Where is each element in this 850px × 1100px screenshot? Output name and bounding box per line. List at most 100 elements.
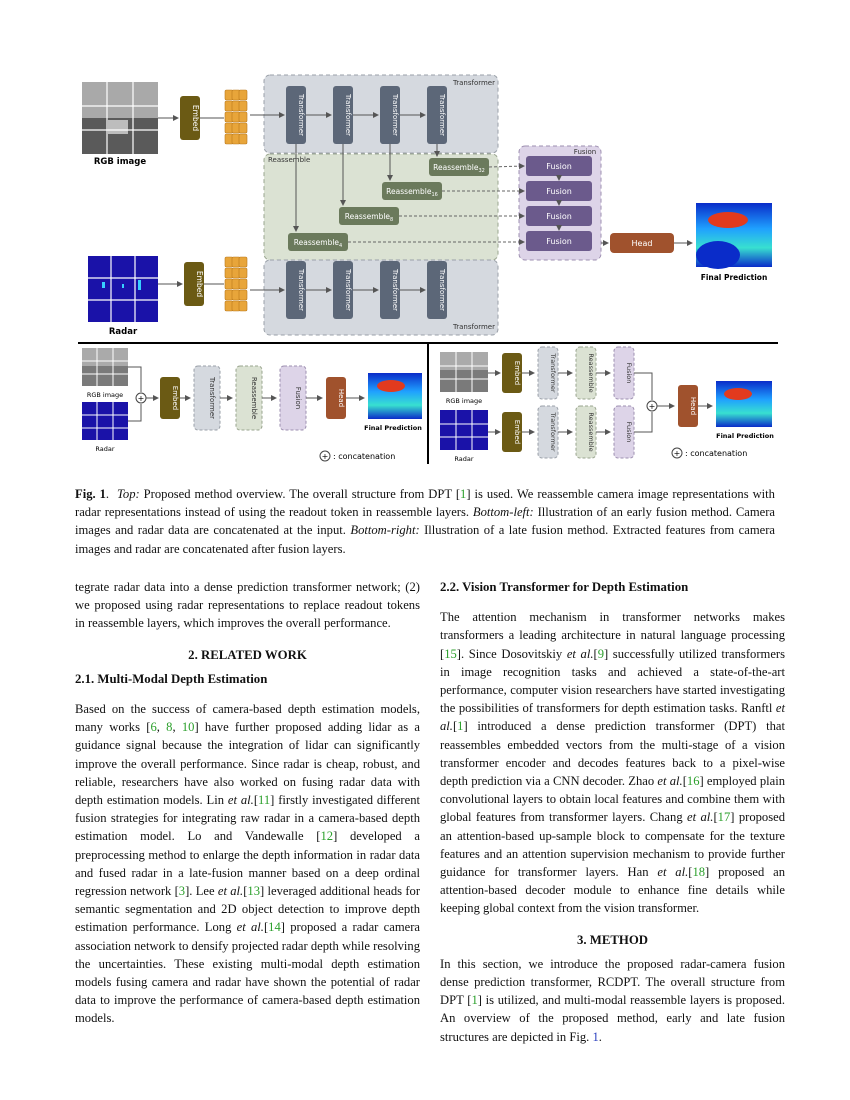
svg-text:Transformer: Transformer xyxy=(297,268,305,311)
fusion-group-title: Fusion xyxy=(574,148,596,156)
reassemble-8-block: Reassemble8 xyxy=(339,207,399,225)
fusion-block-1: Fusion xyxy=(526,156,592,176)
top-transformer-1: Transformer xyxy=(286,86,306,144)
svg-text:Transformer: Transformer xyxy=(344,268,352,311)
fusion-block-4: Fusion xyxy=(526,231,592,251)
svg-text:Transformer: Transformer xyxy=(391,93,399,136)
rgb-image-label: RGB image xyxy=(94,157,147,167)
bottom-transformer-1: Transformer xyxy=(286,261,306,319)
late-legend-plus: + xyxy=(674,449,681,458)
late-rgb-label: RGB image xyxy=(446,397,482,405)
token xyxy=(238,267,248,279)
late-head-label: Head xyxy=(689,397,697,415)
radar-image xyxy=(88,256,158,322)
token xyxy=(238,89,248,101)
late-legend-symbol xyxy=(671,447,683,459)
caption-bottom-right-text: Illustration of a late fusion method. Ex… xyxy=(75,523,776,556)
svg-text:Reassemble32: Reassemble32 xyxy=(433,163,485,174)
token xyxy=(238,289,248,301)
svg-text:Transformer: Transformer xyxy=(391,268,399,311)
radar-image-label: Radar xyxy=(109,327,138,337)
token xyxy=(238,111,248,123)
early-head-label: Head xyxy=(337,389,345,407)
late-radar-image xyxy=(440,410,488,450)
late-fusion-bottom-label: Fusion xyxy=(625,422,633,443)
late-fusion-top-label: Fusion xyxy=(625,363,633,384)
top-transformer-2: Transformer xyxy=(333,86,353,144)
late-rgb-image xyxy=(440,352,488,392)
fusion-block-3: Fusion xyxy=(526,206,592,226)
late-legend-text: : concatenation xyxy=(685,449,747,458)
early-legend-plus: + xyxy=(322,452,329,461)
head-block: Head xyxy=(610,233,674,253)
embed-bottom-block: Embed xyxy=(184,262,204,306)
bottom-transformer-4: Transformer xyxy=(427,261,447,319)
rgb-image xyxy=(82,82,158,154)
early-fusion-diagram: RGB image Radar + Embed Transformer Reas… xyxy=(82,348,422,462)
section-2-title: 2. RELATED WORK xyxy=(188,647,307,662)
embed-top-block: Embed xyxy=(180,96,200,140)
head-label: Head xyxy=(632,239,653,248)
reassemble-32-block: Reassemble32 xyxy=(429,158,489,176)
transformer-top-title: Transformer xyxy=(452,79,495,87)
reassemble-group-title: Reassemble xyxy=(268,156,310,164)
paragraph-2-1: Based on the success of camera-based dep… xyxy=(75,702,421,1026)
early-radar-label: Radar xyxy=(95,445,114,453)
early-concat-plus: + xyxy=(138,394,145,403)
reassemble-16-block: Reassemble16 xyxy=(382,182,442,200)
token xyxy=(238,256,248,268)
subsection-2-2-title: 2.2. Vision Transformer for Depth Estima… xyxy=(440,580,689,594)
embed-top-label: Embed xyxy=(191,105,200,131)
late-transformer-bottom-label: Transformer xyxy=(549,411,557,451)
reassemble-4-block: Reassemble4 xyxy=(288,233,348,251)
caption-top-label: Top: xyxy=(117,487,140,501)
early-reassemble-label: Reassemble xyxy=(250,377,258,419)
late-concat-plus: + xyxy=(649,402,656,411)
late-embed-bottom-block xyxy=(502,412,522,452)
caption-ref-1[interactable]: 1 xyxy=(460,487,467,501)
late-embed-bottom-label: Embed xyxy=(513,420,521,444)
token xyxy=(238,300,248,312)
token xyxy=(238,100,248,112)
token-stack-top xyxy=(224,89,248,145)
paragraph-2-2: The attention mechanism in transformer n… xyxy=(440,610,786,916)
svg-text:Fusion: Fusion xyxy=(546,187,572,196)
late-fusion-diagram: RGB image Radar Embed Embed Transformer … xyxy=(440,346,774,463)
svg-text:Transformer: Transformer xyxy=(438,268,446,311)
caption-bottom-left-text: Illustration of an early fusion method. … xyxy=(75,505,775,538)
transformer-bottom-title: Transformer xyxy=(452,323,495,331)
caption-bottom-right-label: Bottom-right: xyxy=(350,523,420,538)
svg-text:Transformer: Transformer xyxy=(438,93,446,136)
top-transformer-4: Transformer xyxy=(427,86,447,144)
late-final-prediction-image xyxy=(716,381,772,427)
late-final-prediction-label: Final Prediction xyxy=(716,432,774,440)
intro-paragraph: tegrate radar data into a dense predicti… xyxy=(75,580,420,631)
figure-1: Transformer Reassemble Transformer Fusio… xyxy=(78,70,778,470)
early-embed-block xyxy=(160,377,180,419)
caption-top-text-2: ] is used. We reassemble camera image re… xyxy=(75,487,775,520)
token xyxy=(238,278,248,290)
early-rgb-image xyxy=(82,348,128,386)
early-fusion-label: Fusion xyxy=(294,387,302,409)
svg-text:Reassemble8: Reassemble8 xyxy=(345,212,393,223)
late-embed-top-block xyxy=(502,353,522,393)
early-legend-symbol xyxy=(319,450,331,462)
early-head-block xyxy=(326,377,346,419)
right-column: 2.2. Vision Transformer for Depth Estima… xyxy=(440,578,785,1056)
early-final-prediction-image xyxy=(368,373,422,419)
early-radar-image xyxy=(82,402,128,440)
svg-text:Transformer: Transformer xyxy=(297,93,305,136)
token xyxy=(238,133,248,145)
final-prediction-label: Final Prediction xyxy=(701,273,768,282)
subsection-2-1-title: 2.1. Multi-Modal Depth Estimation xyxy=(75,671,268,686)
early-rgb-label: RGB image xyxy=(87,391,123,399)
token xyxy=(238,122,248,134)
caption-top-text-1: Proposed method overview. The overall st… xyxy=(139,487,461,501)
svg-text:Fusion: Fusion xyxy=(546,237,572,246)
early-embed-label: Embed xyxy=(171,386,179,410)
embed-bottom-label: Embed xyxy=(195,271,204,297)
early-legend-text: : concatenation xyxy=(333,452,395,461)
top-transformer-3: Transformer xyxy=(380,86,400,144)
early-transformer-label: Transformer xyxy=(208,376,216,419)
fusion-block-2: Fusion xyxy=(526,181,592,201)
